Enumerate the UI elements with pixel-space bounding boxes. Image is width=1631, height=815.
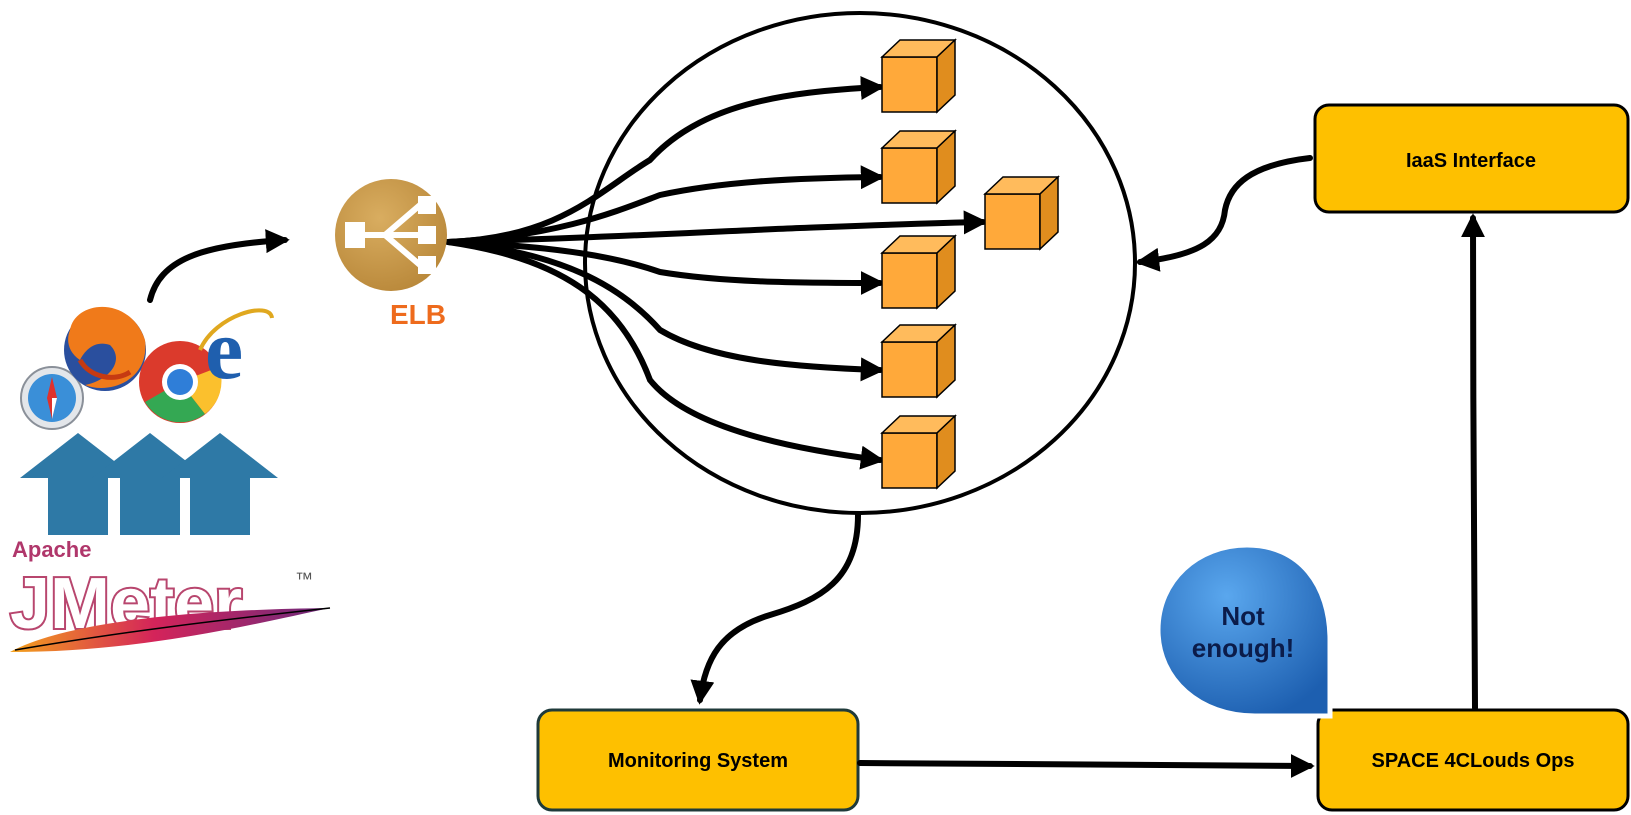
monitoring-system-box: Monitoring System xyxy=(536,708,860,812)
instance-cube-icon xyxy=(984,176,1059,250)
jmeter-tm: ™ xyxy=(295,569,313,589)
safari-icon xyxy=(20,366,84,430)
load-arrows xyxy=(20,433,278,535)
instance-cube-icon xyxy=(881,415,956,489)
chrome-icon xyxy=(139,341,222,423)
space-4clouds-ops-box: SPACE 4CLouds Ops xyxy=(1316,708,1630,812)
load-balancer-icon xyxy=(335,179,447,291)
ops-to-iaas-arrow xyxy=(1461,213,1486,711)
browser-icons: e xyxy=(20,301,274,430)
instance-cube-icon xyxy=(881,39,956,113)
monitoring-system-label: Monitoring System xyxy=(608,750,788,772)
elb-fanout-arrows xyxy=(445,75,988,470)
firefox-icon xyxy=(64,306,146,391)
cloud-to-monitoring-arrow xyxy=(690,512,861,705)
iaas-interface-box: IaaS Interface xyxy=(1313,103,1630,214)
apache-feather-icon xyxy=(10,608,330,652)
callout-line-1: Not xyxy=(1221,601,1265,631)
upload-arrow-icon xyxy=(20,433,136,535)
space-4clouds-ops-label: SPACE 4CLouds Ops xyxy=(1372,750,1575,772)
internet-explorer-icon: e xyxy=(198,301,274,397)
upload-arrow-icon xyxy=(92,433,208,535)
iaas-interface-label: IaaS Interface xyxy=(1406,150,1536,172)
elb-label: ELB xyxy=(390,299,446,330)
jmeter-logo: Apache JMeter ™ xyxy=(8,537,331,652)
callout-line-2: enough! xyxy=(1192,633,1295,663)
clients-to-elb-arrow xyxy=(147,229,290,303)
instance-cube-icon xyxy=(881,130,956,204)
instance-cube-icon xyxy=(881,324,956,398)
instance-cube-icon xyxy=(881,235,956,309)
apache-label: Apache xyxy=(12,537,91,562)
not-enough-callout: Not enough! xyxy=(1155,542,1333,719)
upload-arrow-icon xyxy=(162,433,278,535)
iaas-to-cloud-arrow xyxy=(1135,155,1313,272)
monitoring-to-ops-arrow xyxy=(857,753,1315,778)
